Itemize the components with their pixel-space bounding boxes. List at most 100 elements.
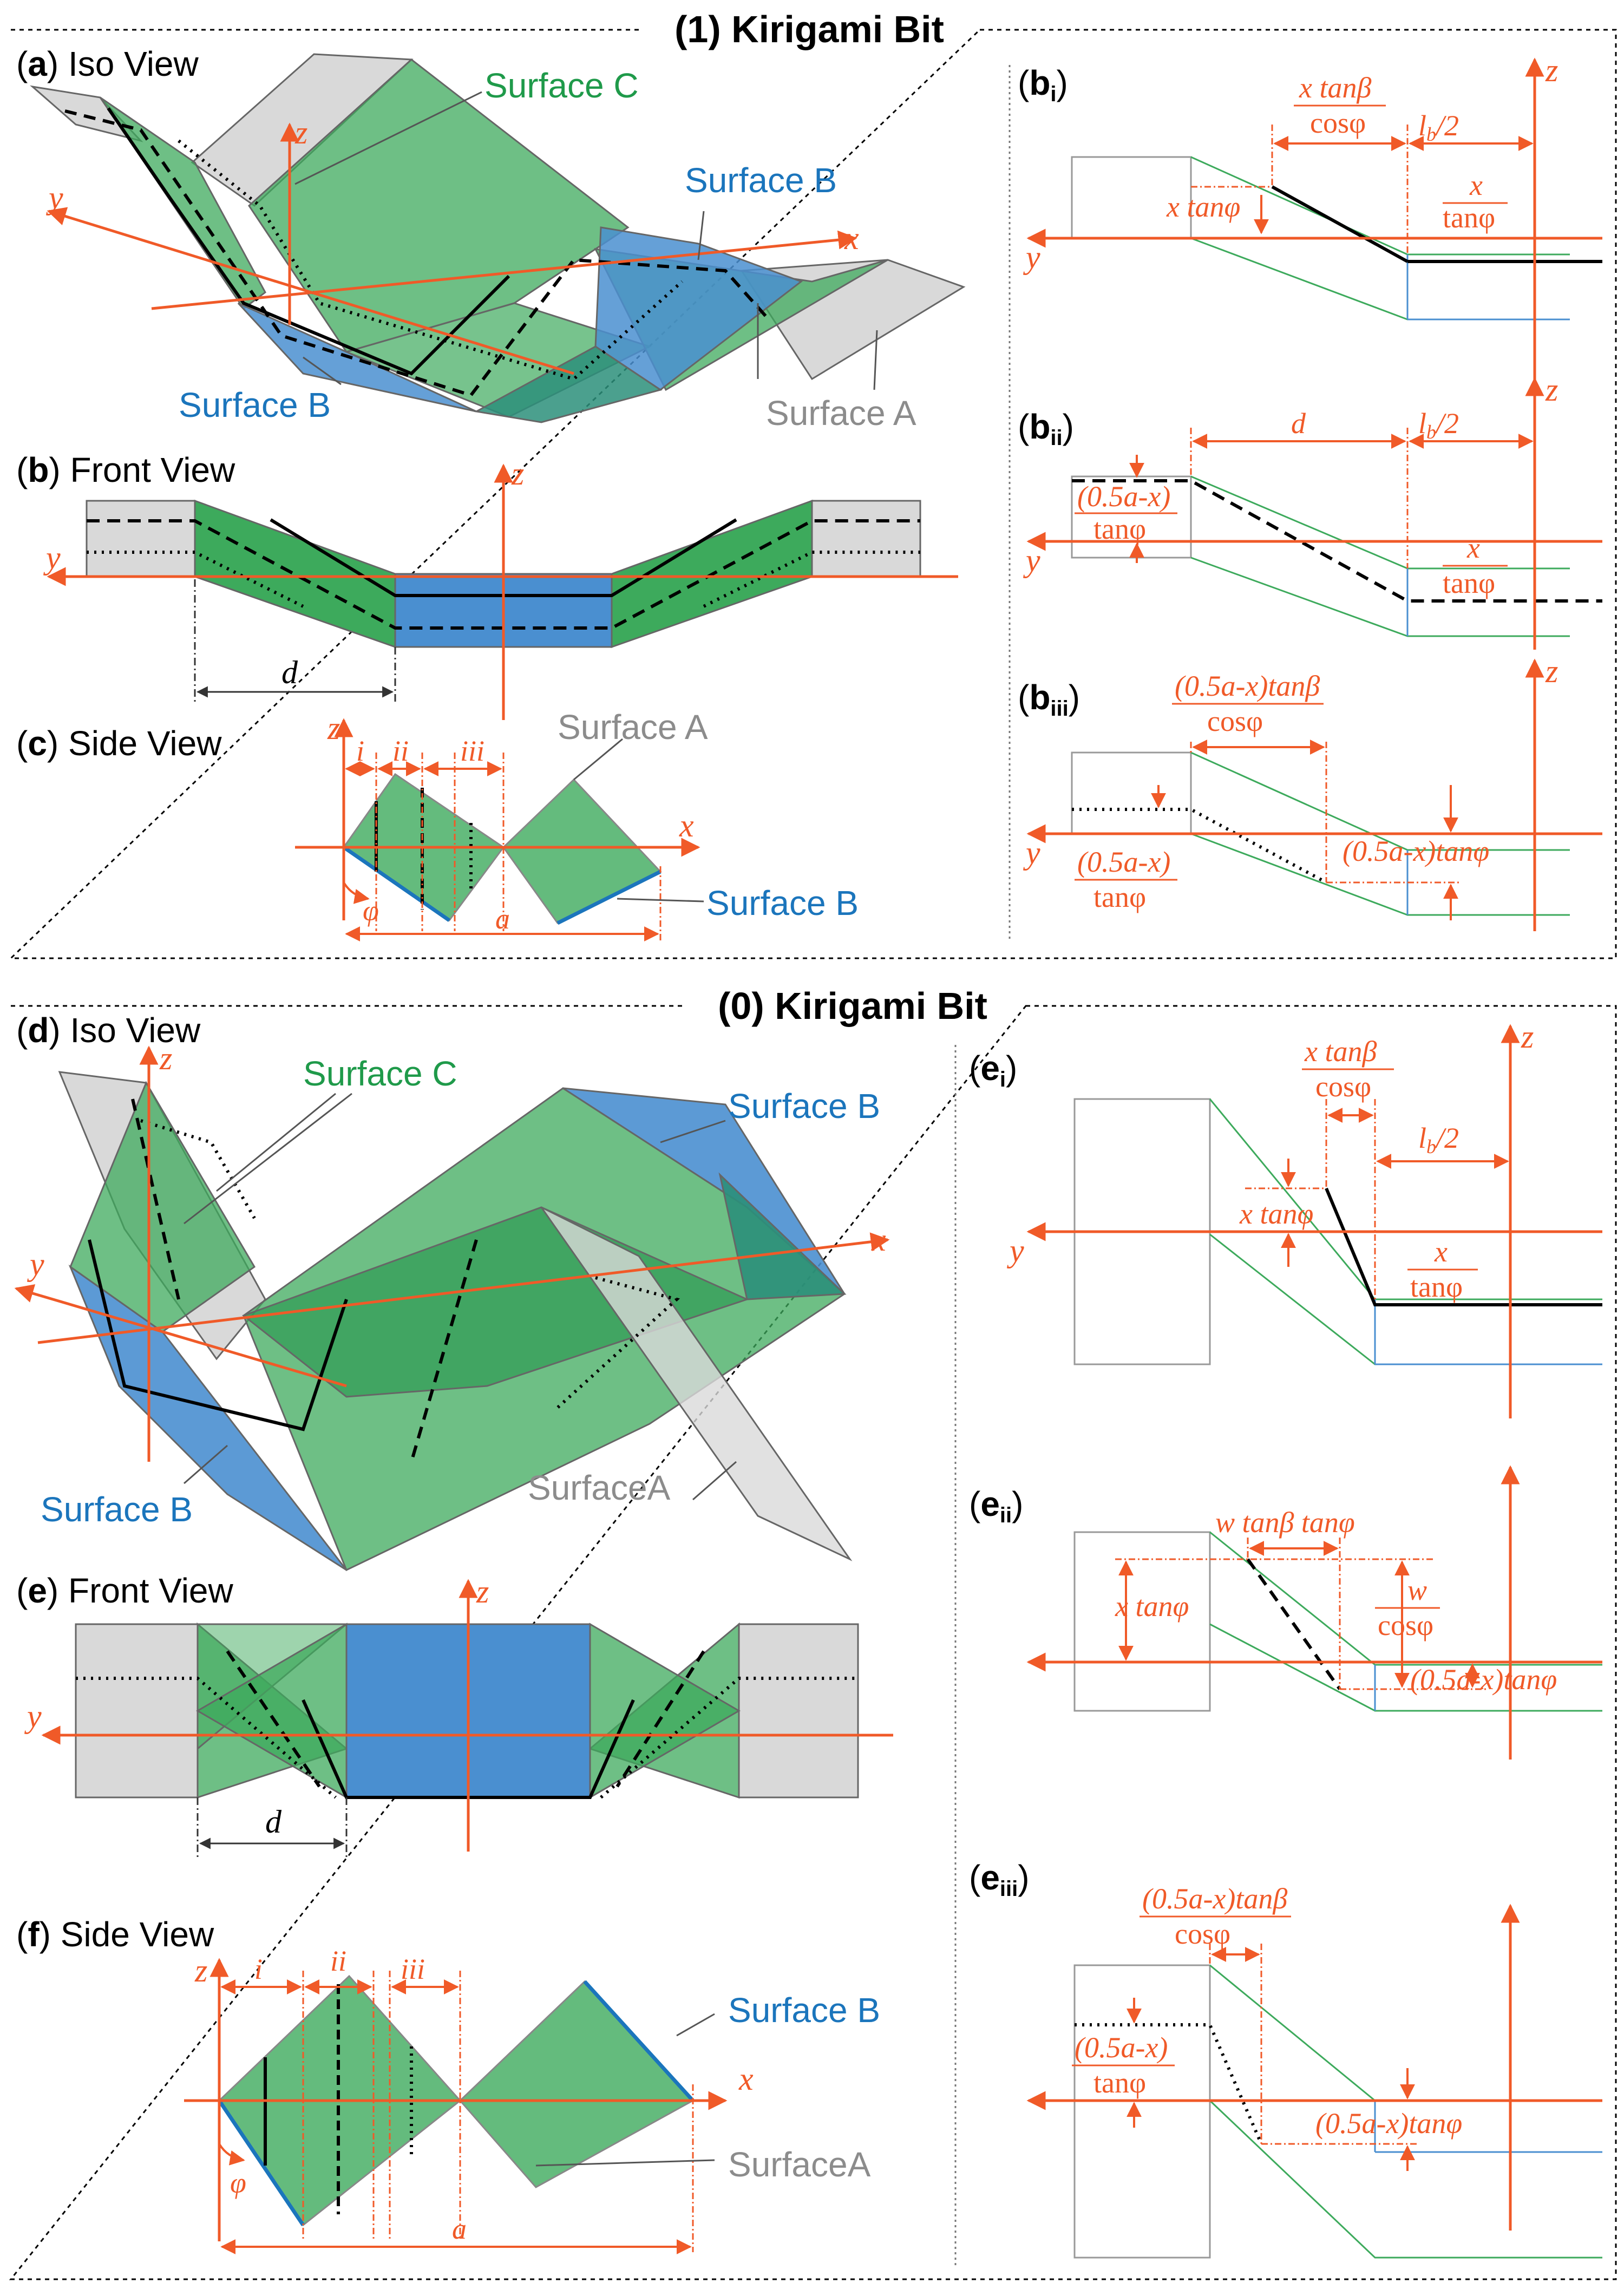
axis-y-a: y <box>45 180 63 215</box>
bi-lb: lb/2 <box>1418 109 1459 145</box>
axis-y-b: y <box>43 540 61 575</box>
panel-b-title: Front View <box>70 450 236 489</box>
dim-a-f: a <box>452 2213 467 2245</box>
axis-x-d: x <box>871 1222 886 1258</box>
axis-z-c: z <box>327 710 340 746</box>
surface-c-left <box>99 96 266 310</box>
label-surface-a-c: Surface A <box>558 708 708 747</box>
ei-cosphi: cosφ <box>1315 1070 1371 1103</box>
axis-y-bii: y <box>1023 542 1040 578</box>
biii-halfax-tanbeta: (0.5a-x)tanβ <box>1175 670 1320 702</box>
d-solid <box>88 1239 348 1431</box>
panel-b-front-view: (b) Front View y z d <box>16 450 958 720</box>
axis-z-f: z <box>194 1953 207 1989</box>
panel-c-side-view: (c) Side View x z i ii iii a φ <box>16 708 859 942</box>
label-surface-a-f: SurfaceA <box>728 2145 871 2184</box>
label-surface-a-d: SurfaceA <box>528 1468 671 1507</box>
panel-bii: (bii) y z d lb/2 (0.5a-x) tanφ x tanφ <box>1018 372 1602 650</box>
biii-halfax: (0.5a-x) <box>1077 846 1170 878</box>
crease-dashed <box>64 109 770 397</box>
ei-solid <box>1325 1187 1602 1306</box>
front-b-green-left <box>194 499 396 649</box>
svg-text:(ei): (ei) <box>969 1049 1017 1091</box>
label-surface-b-a-left: Surface B <box>179 385 331 424</box>
svg-text:(d) Iso View: (d) Iso View <box>16 1011 201 1050</box>
panel-ei: (ei) y z x tanβ cosφ lb/2 x tanφ x tanφ <box>969 1019 1602 1418</box>
biii-tanphi: tanφ <box>1093 881 1146 913</box>
d-teal <box>718 1172 847 1300</box>
ei-tanphi: tanφ <box>1410 1271 1463 1303</box>
bi-solid <box>1271 185 1409 263</box>
eiii-halfax-tanbeta: (0.5a-x)tanβ <box>1142 1882 1287 1915</box>
svg-text:(bi): (bi) <box>1018 63 1068 106</box>
svg-text:(a) Iso View: (a) Iso View <box>16 44 199 83</box>
surface-b-right <box>594 226 803 391</box>
eiii-dotted <box>1075 2023 1263 2145</box>
svg-text:(b) Front View: (b) Front View <box>16 450 235 489</box>
eii-cosphi: cosφ <box>1378 1609 1433 1641</box>
bii-dashed <box>1072 479 1602 603</box>
panel-e-title: Front View <box>68 1571 234 1610</box>
bii-x: x <box>1466 532 1480 564</box>
panel-biii: (biii) y z (0.5a-x)tanβ cosφ (0.5a-x) ta… <box>1018 653 1602 931</box>
svg-text:(eii): (eii) <box>969 1484 1023 1527</box>
d-dashed <box>131 1098 180 1300</box>
bi-cosphi: cosφ <box>1310 107 1366 139</box>
dim-ii-f: ii <box>330 1945 346 1977</box>
bi-xtanbeta: x tanβ <box>1299 71 1371 104</box>
bii-halfax: (0.5a-x) <box>1077 480 1170 513</box>
crease-dotted <box>178 139 684 381</box>
panel-d-iso-view: (d) Iso View x y z Surface C Surface B S… <box>14 1011 890 1572</box>
axis-z-bi: z <box>1545 53 1558 88</box>
eiii-cosphi: cosφ <box>1175 1918 1230 1950</box>
section1-frame: (1) Kirigami Bit <box>9 8 1617 959</box>
panel-bi: (bi) y z x tanβ cosφ lb/2 x tanφ x tanφ <box>1018 53 1602 401</box>
eiii-tanphi: tanφ <box>1093 2066 1146 2099</box>
bii-lb: lb/2 <box>1418 407 1459 443</box>
ei-xtanbeta: x tanβ <box>1304 1035 1377 1068</box>
axis-z-b: z <box>511 456 524 492</box>
svg-text:(biii): (biii) <box>1018 678 1080 721</box>
section1-title: (1) Kirigami Bit <box>675 8 944 50</box>
angle-phi-c: φ <box>363 894 379 927</box>
dim-d-e: d <box>265 1804 282 1840</box>
axis-x-f: x <box>738 2061 754 2097</box>
front-b-dotted <box>87 551 304 608</box>
front-b-gray-right <box>811 500 921 578</box>
panel-eii: (eii) w tanβ tanφ x tanφ w cosφ (0.5a-x)… <box>969 1465 1602 1760</box>
axis-z-d: z <box>159 1041 172 1076</box>
panel-c-title: Side View <box>68 724 222 763</box>
panel-d-title: Iso View <box>70 1011 201 1050</box>
axis-z-e: z <box>476 1574 489 1610</box>
bii-tanphi2: tanφ <box>1443 567 1495 599</box>
bii-d: d <box>1291 407 1306 440</box>
panel-f-title: Side View <box>61 1915 214 1954</box>
biii-halfax-tanphi: (0.5a-x)tanφ <box>1343 835 1489 867</box>
panel-eiii: (eiii) (0.5a-x)tanβ cosφ (0.5a-x) tanφ (… <box>969 1858 1602 2259</box>
label-surface-b-c: Surface B <box>706 884 859 923</box>
bi-xtanphi: x tanφ <box>1166 191 1240 223</box>
dim-ii-c: ii <box>392 735 409 767</box>
axis-y-bi: y <box>1023 239 1040 275</box>
ei-xtanphi: x tanφ <box>1239 1198 1313 1230</box>
label-surface-b-d-left: Surface B <box>41 1490 193 1529</box>
axis-y-biii: y <box>1023 835 1040 871</box>
svg-text:(eiii): (eiii) <box>969 1858 1030 1901</box>
dim-a-c: a <box>495 902 510 935</box>
svg-text:(bii): (bii) <box>1018 407 1074 450</box>
axis-z-biii: z <box>1545 653 1558 689</box>
axis-z-a: z <box>294 115 307 151</box>
eiii-halfax: (0.5a-x) <box>1075 2031 1168 2064</box>
eii-wtanb: w tanβ tanφ <box>1215 1506 1355 1539</box>
dim-d-b: d <box>281 655 298 690</box>
svg-text:(c) Side View: (c) Side View <box>16 724 222 763</box>
bi-tanphi: tanφ <box>1443 201 1495 234</box>
d-dotted <box>140 1119 256 1219</box>
eii-halfax-tanphi: (0.5a-x)tanφ <box>1410 1663 1557 1696</box>
axis-x-a: x <box>844 220 859 256</box>
label-surface-b-f: Surface B <box>728 1991 880 2030</box>
panel-a-title: Iso View <box>68 44 199 83</box>
svg-text:(e) Front View: (e) Front View <box>16 1571 234 1610</box>
panel-a-letter: a <box>28 44 47 83</box>
